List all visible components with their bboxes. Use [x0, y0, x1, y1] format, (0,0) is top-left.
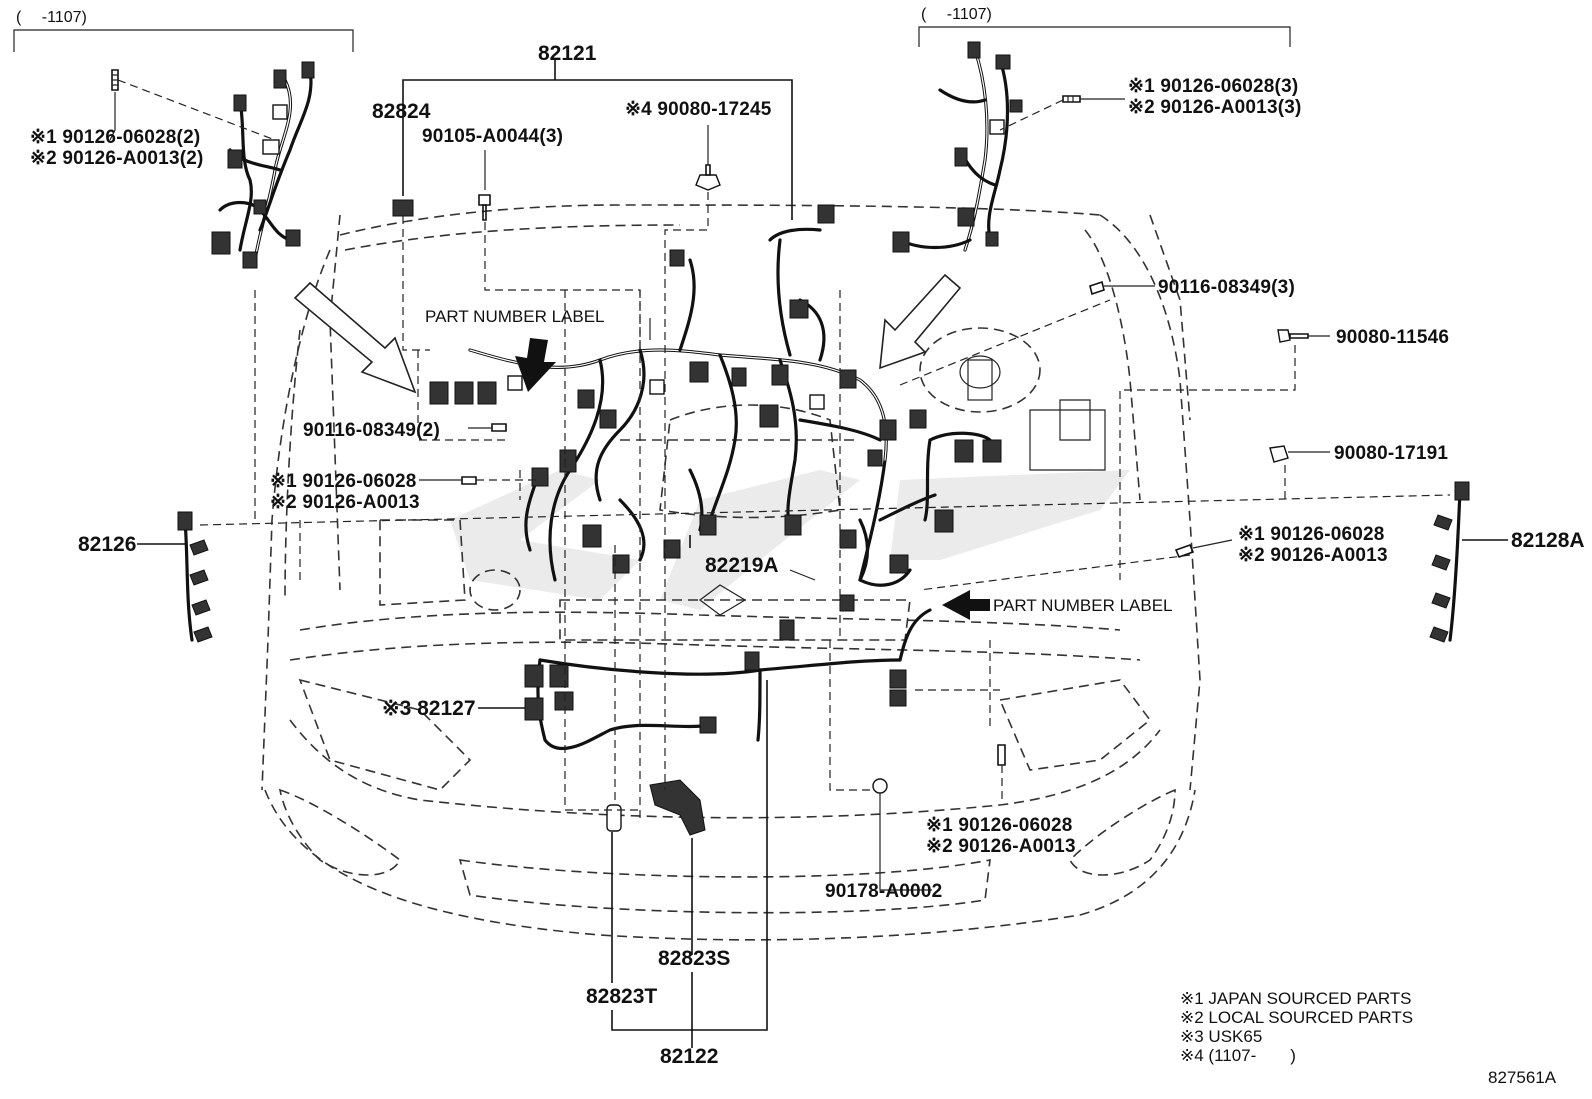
legend-item-2: ※2 LOCAL SOURCED PARTS [1180, 1008, 1413, 1027]
harness-82126 [177, 511, 213, 643]
connector-82823S-icon [649, 779, 706, 836]
bolt-icon-right-upper [1062, 95, 1081, 103]
arrow-icon-right-hollow [879, 273, 962, 370]
legend-item-3: ※3 USK65 [1180, 1027, 1262, 1046]
bracket-right: ( -1107) [918, 6, 1291, 47]
harness-right-upper [892, 41, 1023, 253]
legend-item-1: ※1 JAPAN SOURCED PARTS [1180, 989, 1412, 1008]
label-82824: 82824 [372, 100, 431, 123]
label-90080-11546: 90080-11546 [1336, 327, 1449, 348]
label-82126: 82126 [78, 533, 136, 556]
label-82121: 82121 [538, 42, 597, 65]
label-ml-local: ※2 90126-A0013 [270, 492, 420, 513]
arrow-icon-part-number-label-1 [515, 338, 556, 392]
bolt-icon-mid-left [461, 476, 477, 485]
nut-icon-90080-17245 [695, 164, 721, 191]
bracket-left: ( -1107) [13, 9, 354, 52]
label-82128A: 82128A [1511, 529, 1585, 552]
label-90080-17245: ※4 90080-17245 [625, 99, 772, 120]
svg-text:( -1107): ( -1107) [16, 9, 87, 26]
label-82219A: 82219A [705, 554, 779, 577]
label-mr-local: ※2 90126-A0013 [1238, 545, 1388, 566]
nut-icon-90080-17191 [1269, 445, 1289, 463]
label-br-local: ※2 90126-A0013 [926, 836, 1076, 857]
label-ml-japan: ※1 90126-06028 [270, 471, 417, 492]
label-90116-08349-3: 90116-08349(3) [1158, 277, 1295, 298]
label-tl-japan: ※1 90126-06028(2) [30, 127, 200, 148]
watermark [450, 470, 1130, 610]
label-82823T: 82823T [586, 985, 657, 1008]
label-tr-japan: ※1 90126-06028(3) [1128, 76, 1298, 97]
svg-text:( -1107): ( -1107) [921, 6, 992, 23]
harness-engine-main [429, 204, 1002, 612]
label-tl-local: ※2 90126-A0013(2) [30, 148, 204, 169]
diagram-code: 827561A [1488, 1068, 1557, 1087]
label-90178-A0002: 90178-A0002 [825, 881, 942, 902]
label-82823S: 82823S [658, 947, 730, 970]
arrow-icon-part-number-label-2 [942, 590, 990, 620]
label-mr-japan: ※1 90126-06028 [1238, 524, 1385, 545]
bolt-icon-bottom-right [997, 744, 1006, 766]
part-82824-icon [392, 199, 414, 217]
part-number-label-2: PART NUMBER LABEL [993, 596, 1173, 615]
bolt-icon-90105 [478, 194, 491, 221]
label-82122: 82122 [660, 1045, 718, 1068]
harness-front-82122 [524, 608, 932, 751]
harness-82128A [1429, 481, 1470, 643]
leader-lines [199, 280, 1451, 820]
bolt-icon-90116-3 [1089, 280, 1105, 296]
harness-left-upper [211, 61, 315, 269]
label-90080-17191: 90080-17191 [1334, 443, 1448, 464]
bolt-icon-90080-11546 [1277, 329, 1309, 343]
label-90116-08349-2: 90116-08349(2) [303, 420, 440, 441]
legend: ※1 JAPAN SOURCED PARTS ※2 LOCAL SOURCED … [1180, 989, 1413, 1065]
part-number-label-1: PART NUMBER LABEL [425, 307, 605, 326]
label-82127: ※3 82127 [382, 697, 476, 720]
legend-item-4: ※4 (1107- ) [1180, 1046, 1296, 1065]
label-tr-local: ※2 90126-A0013(3) [1128, 97, 1302, 118]
bolt-icon-left-upper [111, 69, 119, 91]
label-br-japan: ※1 90126-06028 [926, 815, 1073, 836]
label-90105-A0044: 90105-A0044(3) [422, 126, 563, 147]
bolt-icon-90116-2 [491, 423, 507, 432]
connector-82823T-icon [606, 804, 622, 832]
clip-icon-90178 [872, 778, 888, 794]
bolt-icon-mid-right [1174, 543, 1195, 559]
arrow-icon-left-hollow [293, 281, 417, 394]
